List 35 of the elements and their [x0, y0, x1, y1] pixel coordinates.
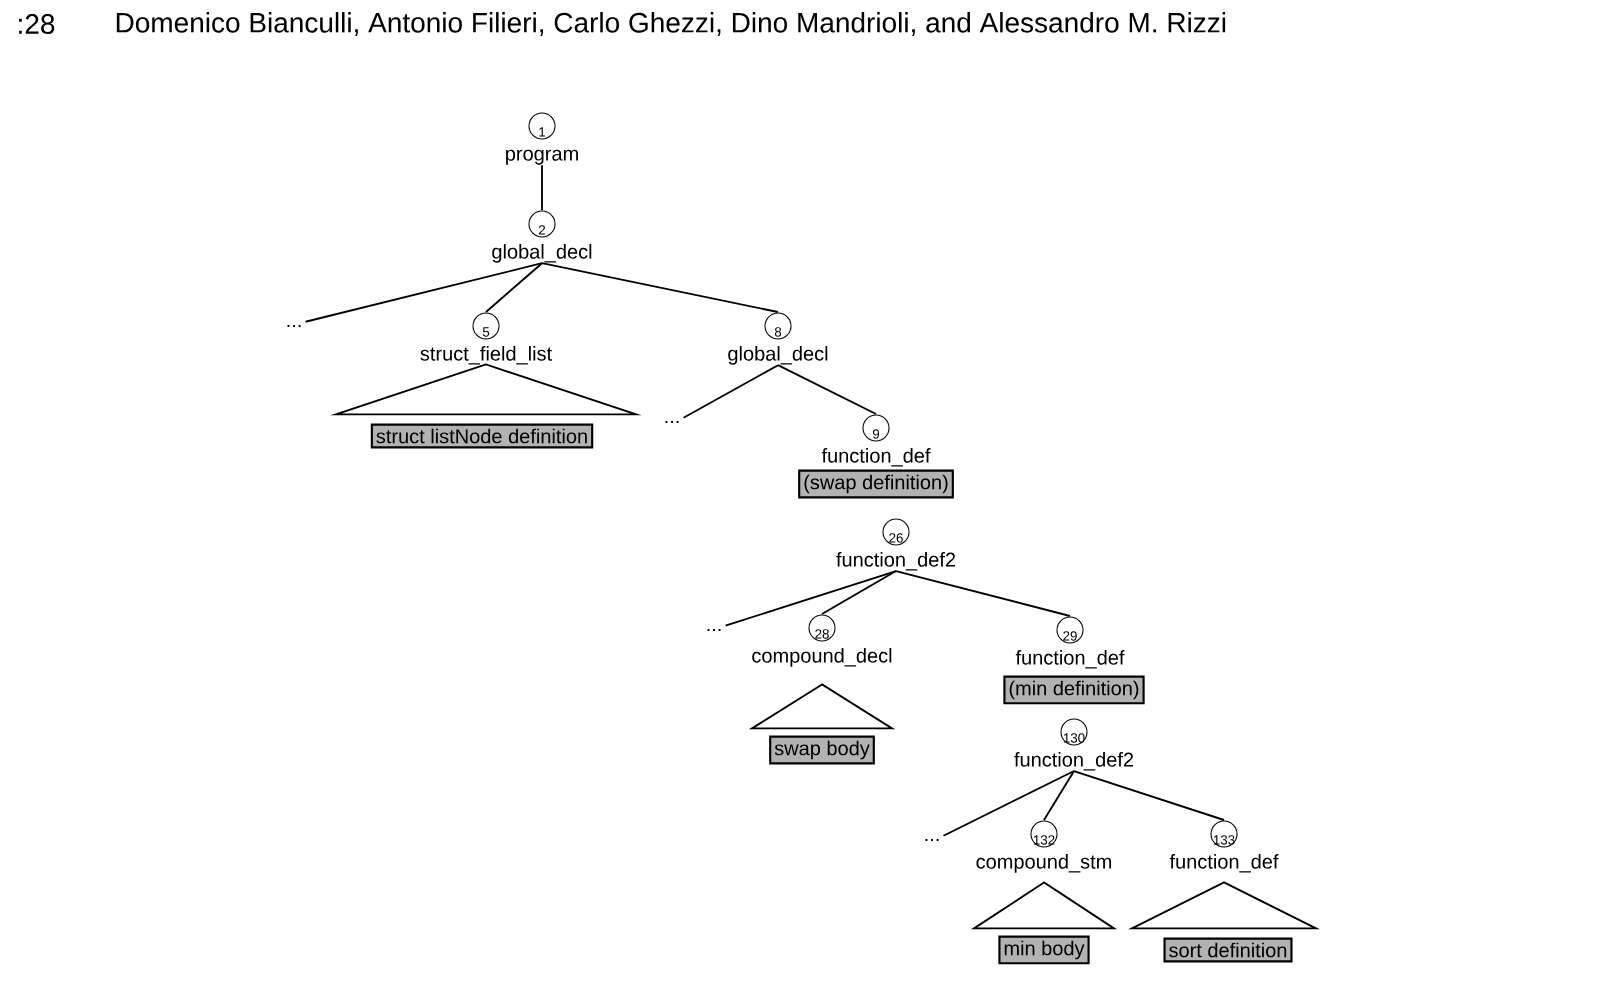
tree-edge: [682, 364, 779, 419]
tree-edge: [942, 770, 1075, 837]
tree-edge: [541, 262, 779, 313]
node-label: compound_decl: [752, 648, 892, 667]
ellipsis: ...: [707, 628, 721, 632]
node-label: program: [506, 149, 578, 165]
tree-edge: [541, 164, 543, 211]
subtree-box: (min definition): [1003, 675, 1145, 705]
node-label: struct_field_list: [420, 346, 552, 365]
page-number: :28: [19, 14, 55, 34]
tree-edge: [1043, 770, 1075, 821]
node-label: compound_stm: [976, 854, 1112, 873]
tree-edge: [895, 570, 1071, 617]
subtree-box: struct listNode definition: [370, 423, 594, 449]
tree-edge: [724, 570, 897, 627]
node-label: function_def2: [836, 552, 956, 571]
node-label: function_def: [821, 448, 931, 467]
ellipsis: ...: [925, 838, 939, 842]
node-label: function_def2: [1014, 752, 1134, 771]
ellipsis: ...: [665, 420, 679, 424]
subtree-box: sort definition: [1163, 937, 1293, 963]
tree-edge: [777, 364, 877, 415]
subtree-box: (swap definition): [798, 469, 954, 499]
tree-edge: [485, 262, 543, 313]
node-label: global_decl: [492, 244, 592, 263]
author-list: Domenico Bianculli, Antonio Filieri, Carlo Ghezzi, Dino Mandrioli, and Alessandro M. Rizzi: [116, 12, 1226, 36]
node-label: function_def: [1169, 854, 1279, 873]
subtree-box: min body: [998, 935, 1090, 965]
tree-edge: [821, 570, 897, 615]
tree-edge: [304, 262, 543, 323]
ellipsis: ...: [287, 324, 301, 328]
node-label: function_def: [1015, 650, 1125, 669]
tree-edge: [1073, 770, 1225, 821]
subtree-box: swap body: [769, 735, 875, 765]
node-label: global_decl: [728, 346, 828, 365]
